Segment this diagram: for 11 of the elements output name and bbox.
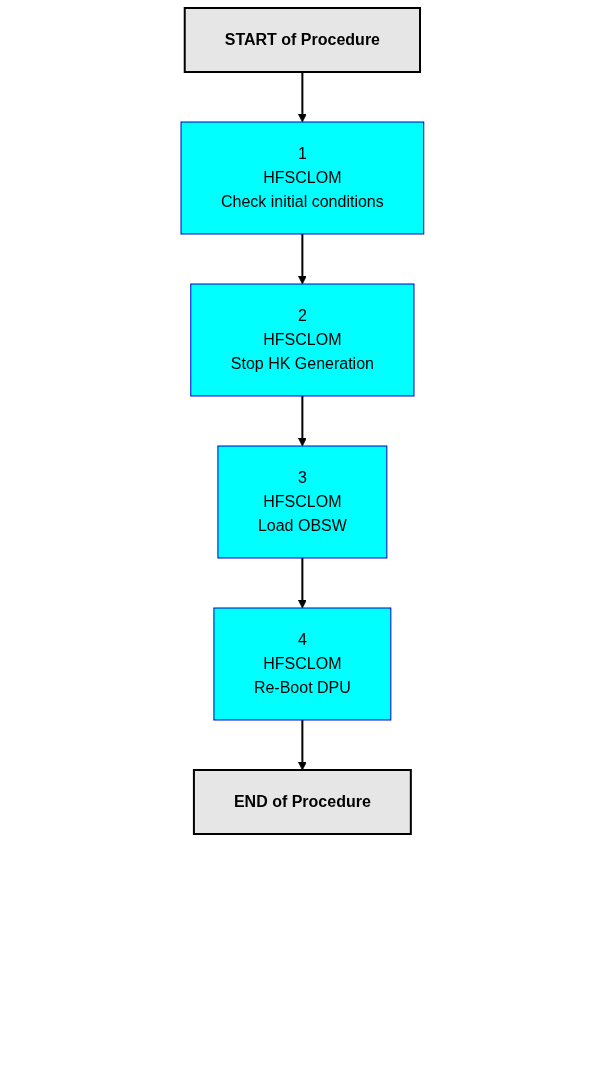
arrow [298, 557, 307, 609]
arrow [298, 71, 307, 123]
node-box: 2 HFSCLOM Stop HK Generation [190, 283, 415, 397]
node-box: END of Procedure [193, 769, 412, 835]
node-box: 1 HFSCLOM Check initial conditions [180, 121, 425, 235]
node-box: 4 HFSCLOM Re-Boot DPU [213, 607, 392, 721]
arrow [298, 719, 307, 771]
node-box: START of Procedure [183, 7, 422, 73]
arrow [298, 395, 307, 447]
node-box: 3 HFSCLOM Load OBSW [217, 445, 388, 559]
arrow [298, 233, 307, 285]
